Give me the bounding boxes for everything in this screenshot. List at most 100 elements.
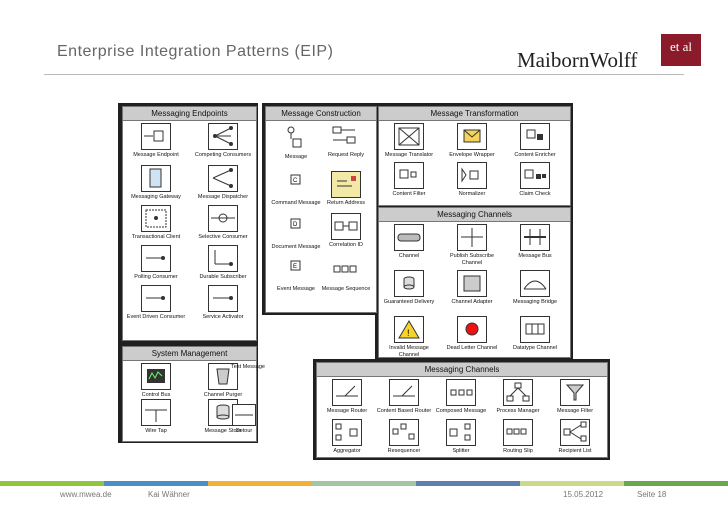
pattern-channel-purger: Channel Purger (193, 363, 253, 399)
pattern-channel: Channel (379, 224, 439, 260)
messaging-endpoints-panel: Messaging Endpoints Message Endpoint Com… (122, 106, 257, 341)
warning-icon: ! (394, 316, 424, 343)
pattern-message-bus: Message Bus (505, 224, 565, 260)
correlation-icon (331, 213, 361, 240)
pattern-envelope-wrapper: Envelope Wrapper (442, 123, 502, 159)
bus-icon (520, 224, 550, 251)
pattern-event-message: E Event Message (266, 257, 326, 293)
dispatcher-icon (208, 165, 238, 192)
svg-text:E: E (293, 264, 297, 270)
request-reply-icon (331, 123, 361, 150)
pattern-normalizer: Normalizer (442, 162, 502, 198)
adapter-icon (457, 270, 487, 297)
footer-site: www.mwea.de (60, 490, 112, 499)
company-logo: MaibornWolff et al (517, 34, 701, 72)
footer-page-number: Seite 18 (637, 490, 667, 499)
purger-icon (208, 363, 238, 390)
footer-bar-segment (312, 481, 416, 486)
pattern-messaging-gateway: Messaging Gateway (126, 165, 186, 201)
message-icon (281, 125, 311, 152)
panel-title: Message Construction (266, 107, 376, 121)
message-transformation-panel: Message Transformation Message Translato… (378, 106, 571, 206)
resequencer-icon (389, 419, 419, 446)
pattern-composed-message: Composed Message (431, 379, 491, 415)
command-icon: C (281, 171, 311, 198)
dead-letter-icon (457, 316, 487, 343)
footer-bar-segment (0, 481, 104, 486)
svg-text:C: C (293, 178, 298, 184)
pattern-guaranteed-delivery: Guaranteed Delivery (379, 270, 439, 306)
translator-icon (394, 123, 424, 150)
message-construction-panel: Message Construction Message Request Rep… (265, 106, 377, 313)
pattern-dead-letter-channel: Dead Letter Channel (442, 316, 502, 352)
enricher-icon (520, 123, 550, 150)
pattern-competing-consumers: Competing Consumers (193, 123, 253, 159)
pattern-message-sequence: Message Sequence (316, 257, 376, 293)
pubsub-icon (457, 224, 487, 251)
pattern-channel-adapter: Channel Adapter (442, 270, 502, 306)
panel-title: System Management (123, 347, 256, 361)
pattern-wire-tap: Wire Tap (126, 399, 186, 435)
page-title: Enterprise Integration Patterns (EIP) (57, 43, 334, 60)
recipient-list-icon (560, 419, 590, 446)
pattern-request-reply: Request Reply (316, 123, 376, 159)
transactional-icon (141, 205, 171, 232)
pattern-resequencer: Resequencer (374, 419, 434, 455)
footer-date: 15.05.2012 (563, 490, 604, 499)
return-address-icon (331, 171, 361, 198)
logo-wordmark: MaibornWolff (517, 48, 638, 72)
composed-icon (446, 379, 476, 406)
svg-text:!: ! (407, 328, 410, 338)
datatype-icon (520, 316, 550, 343)
panel-title: Messaging Endpoints (123, 107, 256, 121)
pattern-service-activator: Service Activator (193, 285, 253, 321)
pattern-test-message: Test Message (231, 364, 265, 370)
pattern-content-based-router: Content Based Router (374, 379, 434, 415)
event-msg-icon: E (281, 257, 311, 284)
pattern-message: Message (266, 125, 326, 161)
sequence-icon (331, 257, 361, 284)
polling-icon (141, 245, 171, 272)
durable-icon (208, 245, 238, 272)
control-bus-icon (141, 363, 171, 390)
pattern-publish-subscribe-channel: Publish Subscribe Channel (442, 224, 502, 266)
pattern-invalid-message-channel: ! Invalid Message Channel (379, 316, 439, 358)
aggregator-icon (332, 419, 362, 446)
pattern-detour: Detour (224, 404, 264, 435)
routing-slip-icon (503, 419, 533, 446)
pattern-event-driven-consumer: Event Driven Consumer (126, 285, 186, 321)
filter-icon (560, 379, 590, 406)
footer-bar-segment (208, 481, 312, 486)
logo-badge: et al (661, 34, 701, 66)
pattern-message-filter: Message Filter (545, 379, 605, 415)
guaranteed-icon (394, 270, 424, 297)
pattern-recipient-list: Recipient List (545, 419, 605, 455)
pattern-return-address: Return Address (316, 171, 376, 207)
bridge-icon (520, 270, 550, 297)
process-manager-icon (503, 379, 533, 406)
panel-title: Message Transformation (379, 107, 570, 121)
messaging-channels-panel: Messaging Channels Channel Publish Subsc… (378, 207, 571, 358)
pattern-correlation-id: Correlation ID (316, 213, 376, 249)
splitter-icon (446, 419, 476, 446)
pattern-content-filter: Content Filter (379, 162, 439, 198)
pattern-aggregator: Aggregator (317, 419, 377, 455)
svg-text:D: D (293, 222, 298, 228)
pattern-message-endpoint: Message Endpoint (126, 123, 186, 159)
gateway-icon (141, 165, 171, 192)
channel-icon (394, 224, 424, 251)
cbr-icon (389, 379, 419, 406)
document-icon: D (281, 215, 311, 242)
pattern-message-dispatcher: Message Dispatcher (193, 165, 253, 201)
pattern-claim-check: Claim Check (505, 162, 565, 198)
activator-icon (208, 285, 238, 312)
normalizer-icon (457, 162, 487, 189)
pattern-message-router: Message Router (317, 379, 377, 415)
pattern-datatype-channel: Datatype Channel (505, 316, 565, 352)
system-management-panel: System Management Control Bus Channel Pu… (122, 346, 257, 442)
panel-title: Messaging Channels (317, 363, 607, 377)
detour-icon (232, 404, 256, 426)
pattern-durable-subscriber: Durable Subscriber (193, 245, 253, 281)
pattern-control-bus: Control Bus (126, 363, 186, 399)
footer-author: Kai Wähner (148, 490, 190, 499)
